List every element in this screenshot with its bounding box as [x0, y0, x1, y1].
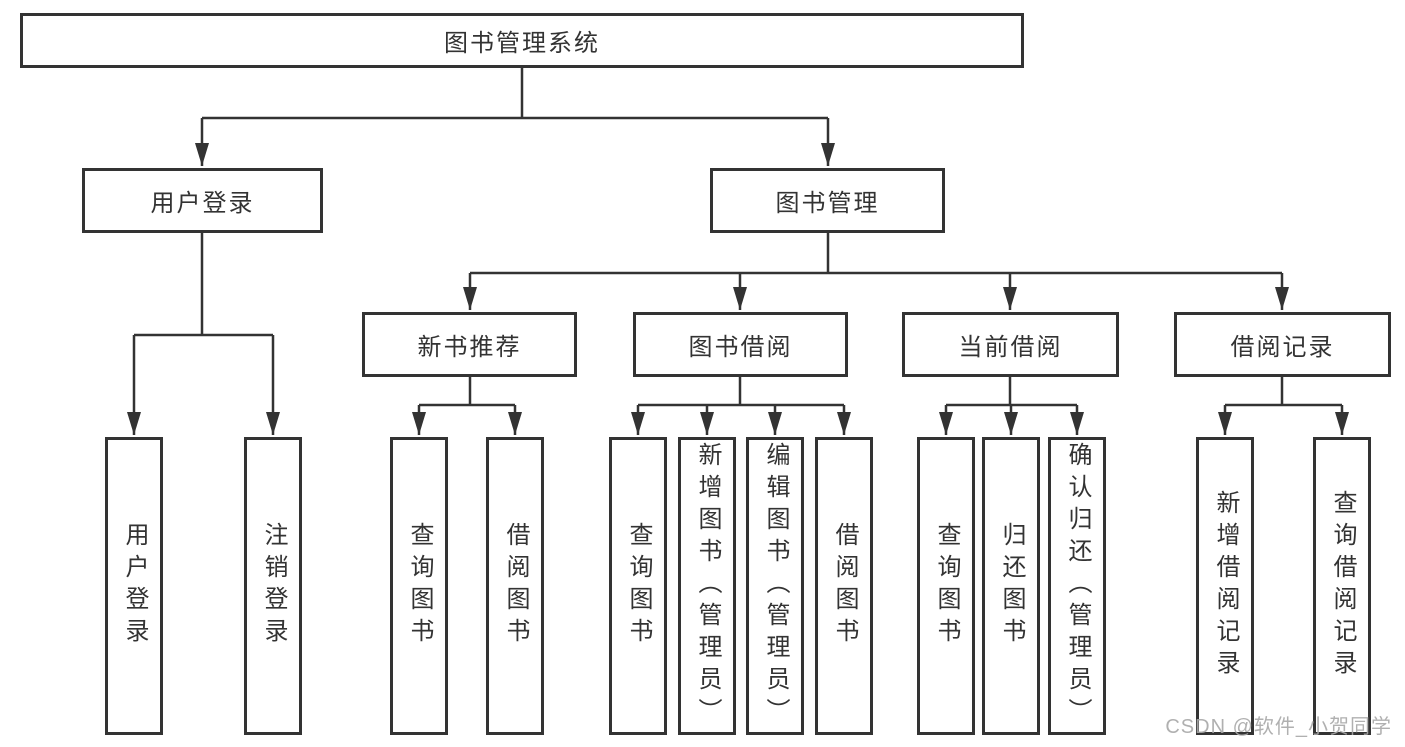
leaf-confirm-return-admin: 确认归还（管理员）: [1048, 437, 1106, 735]
leaf-edit-book-admin: 编辑图书（管理员）: [746, 437, 804, 735]
csdn-watermark: CSDN @软件_小贺同学: [1165, 716, 1392, 738]
node-current-borrow: 当前借阅: [902, 312, 1119, 377]
leaf-label: 借阅图书: [502, 522, 529, 650]
leaf-label: 借阅图书: [831, 522, 858, 650]
node-label: 用户登录: [150, 190, 255, 217]
leaf-add-book-admin: 新增图书（管理员）: [678, 437, 736, 735]
node-book-management: 图书管理: [710, 168, 945, 233]
leaf-borrow-books-recommend: 借阅图书: [486, 437, 544, 735]
leaf-add-borrow-record: 新增借阅记录: [1196, 437, 1254, 735]
leaf-query-books-borrow: 查询图书: [609, 437, 667, 735]
leaf-label: 编辑图书（管理员）: [762, 442, 789, 730]
node-book-borrow: 图书借阅: [633, 312, 848, 377]
node-label: 当前借阅: [958, 334, 1063, 361]
leaf-label: 查询图书: [625, 522, 652, 650]
node-user-login: 用户登录: [82, 168, 323, 233]
leaf-user-login: 用户登录: [105, 437, 163, 735]
leaf-label: 查询图书: [933, 522, 960, 650]
leaf-label: 注销登录: [260, 522, 287, 650]
leaf-label: 查询借阅记录: [1329, 490, 1356, 682]
node-borrow-records: 借阅记录: [1174, 312, 1391, 377]
leaf-query-borrow-record: 查询借阅记录: [1313, 437, 1371, 735]
leaf-label: 用户登录: [121, 522, 148, 650]
node-label: 图书管理系统: [444, 30, 600, 57]
connector-trunks: [134, 68, 1342, 407]
leaf-label: 确认归还（管理员）: [1064, 442, 1091, 730]
node-label: 图书管理: [775, 190, 880, 217]
leaf-label: 新增图书（管理员）: [694, 442, 721, 730]
node-label: 新书推荐: [417, 334, 522, 361]
leaf-logout-login: 注销登录: [244, 437, 302, 735]
leaf-query-books-recommend: 查询图书: [390, 437, 448, 735]
node-new-book-recommend: 新书推荐: [362, 312, 577, 377]
leaf-query-books-current: 查询图书: [917, 437, 975, 735]
node-library-management-system: 图书管理系统: [20, 13, 1024, 68]
leaf-return-books: 归还图书: [982, 437, 1040, 735]
node-label: 借阅记录: [1230, 334, 1335, 361]
leaf-label: 查询图书: [406, 522, 433, 650]
leaf-label: 新增借阅记录: [1212, 490, 1239, 682]
node-label: 图书借阅: [688, 334, 793, 361]
leaf-borrow-books-2: 借阅图书: [815, 437, 873, 735]
leaf-label: 归还图书: [998, 522, 1025, 650]
